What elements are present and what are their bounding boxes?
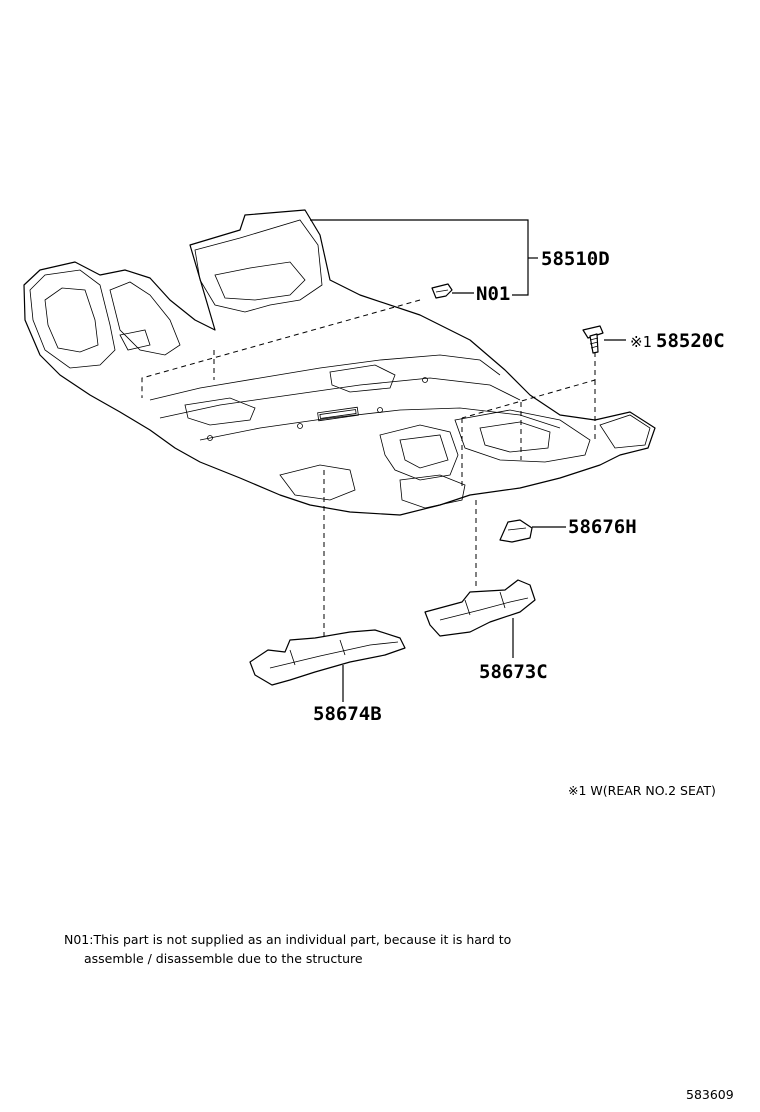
label-58673c: 58673C (479, 661, 548, 683)
screw-58520c (582, 325, 604, 354)
label-58520c-mark: ※1 (630, 333, 652, 351)
part-58676h (499, 519, 533, 543)
label-58676h: 58676H (568, 516, 637, 538)
label-58520c: 58520C (656, 330, 725, 352)
label-58510d: 58510D (541, 248, 610, 270)
n01-note-line2: assemble / disassemble due to the struct… (84, 951, 363, 966)
n01-note-line1: N01:This part is not supplied as an indi… (64, 932, 511, 947)
clip-n01 (431, 283, 453, 299)
figure-id: 583609 (686, 1087, 734, 1102)
label-n01: N01 (476, 283, 510, 305)
floor-carpet-assembly (23, 209, 656, 516)
leader-lines (310, 219, 626, 702)
label-58674b: 58674B (313, 703, 382, 725)
assembly-dashed-lines (141, 299, 596, 640)
condition-note: ※1 W(REAR NO.2 SEAT) (568, 783, 716, 798)
part-58674b (249, 629, 406, 686)
part-58673c (424, 579, 536, 637)
